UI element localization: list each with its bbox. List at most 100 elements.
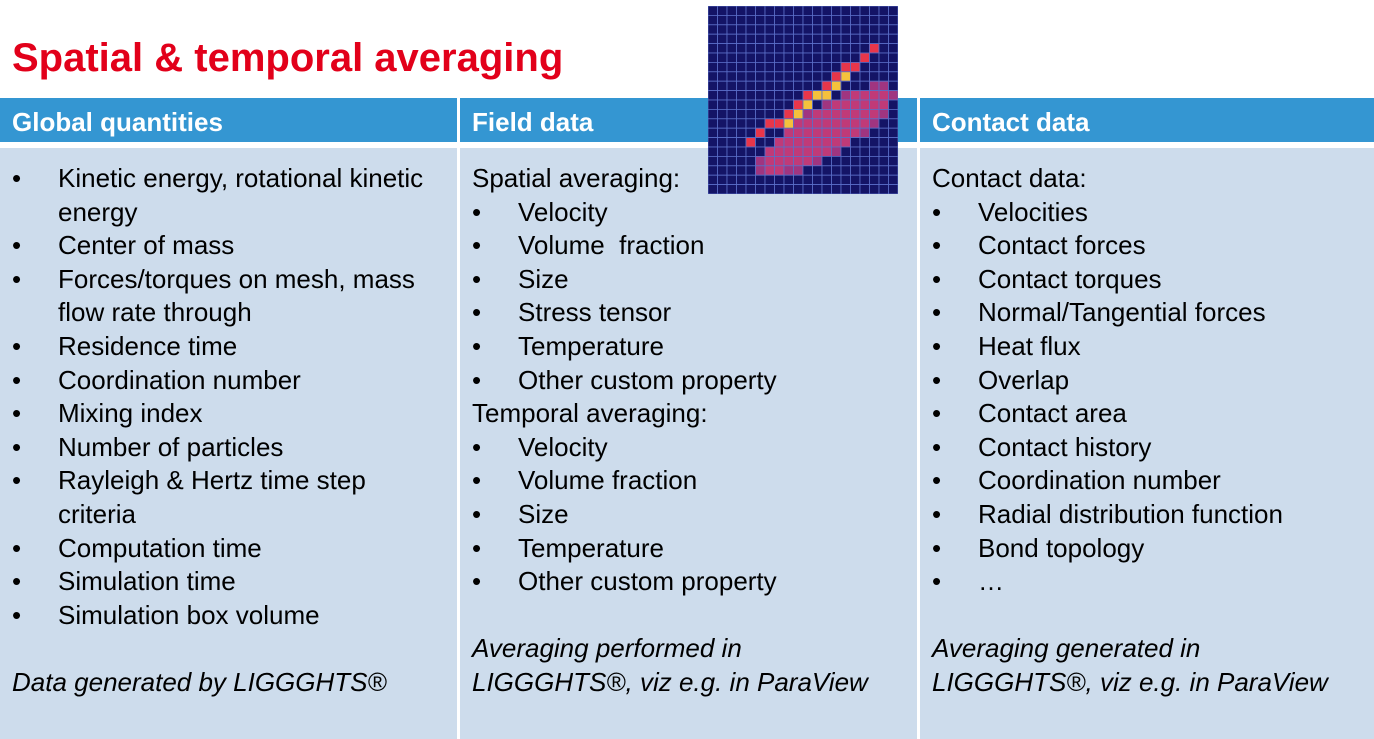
heatmap-cell <box>717 174 728 185</box>
heatmap-cell <box>821 90 832 101</box>
heatmap-cell <box>859 127 870 138</box>
heatmap-cell <box>812 80 823 91</box>
heatmap-cell <box>821 62 832 73</box>
heatmap-cell <box>726 6 737 16</box>
heatmap-cell <box>859 165 870 176</box>
heatmap-cell <box>850 99 861 110</box>
heatmap-cell <box>812 62 823 73</box>
heatmap-cell <box>859 118 870 129</box>
heatmap-cell <box>764 24 775 35</box>
list-item: •Stress tensor <box>472 297 672 328</box>
heatmap-cell <box>764 109 775 120</box>
heatmap-cell <box>717 118 728 129</box>
heatmap-cell <box>783 33 794 45</box>
list-item: •Number of particles <box>12 431 284 462</box>
heatmap-cell <box>840 80 851 91</box>
heatmap-cell <box>869 43 880 54</box>
heatmap-cell <box>726 24 737 35</box>
contact-list: Contact data: •Velocities •Contact force… <box>920 148 1374 700</box>
heatmap-cell <box>708 90 718 101</box>
heatmap-cell <box>821 43 832 54</box>
heatmap-cell <box>840 6 851 16</box>
contact-note-line-1: Averaging generated in <box>932 633 1201 664</box>
heatmap-cell <box>755 127 766 138</box>
heatmap-cell <box>859 6 870 16</box>
heatmap-cell <box>850 43 861 54</box>
heatmap-cell <box>888 146 898 157</box>
heatmap-cell <box>859 174 870 185</box>
heatmap-cell <box>783 71 794 82</box>
heatmap-cell <box>736 99 747 110</box>
list-item: •Contact history <box>932 431 1152 462</box>
heatmap-cell <box>764 184 775 194</box>
heatmap-cell <box>793 155 804 167</box>
list-item: •Velocity <box>472 196 608 227</box>
heatmap-cell <box>783 14 794 26</box>
heatmap-cell <box>726 165 737 176</box>
heatmap-cell <box>745 14 756 26</box>
heatmap-cell <box>764 146 775 157</box>
heatmap-cell <box>840 90 851 101</box>
heatmap-cell <box>850 71 861 82</box>
heatmap-cell <box>802 146 813 157</box>
heatmap-cell <box>869 80 880 91</box>
heatmap-cell <box>802 155 813 167</box>
heatmap-cell <box>793 80 804 91</box>
heatmap-cell <box>802 6 813 16</box>
heatmap-cell <box>726 62 737 73</box>
heatmap-cell <box>783 52 794 63</box>
list-item: •… <box>932 566 1004 597</box>
heatmap-cell <box>812 24 823 35</box>
list-item: •Contact torques <box>932 263 1162 294</box>
heatmap-cell <box>736 24 747 35</box>
heatmap-cell <box>764 118 775 129</box>
heatmap-cell <box>793 127 804 138</box>
heatmap-cell <box>755 109 766 120</box>
heatmap-cell <box>717 90 728 101</box>
heatmap-cell <box>850 137 861 148</box>
heatmap-cell <box>745 155 756 167</box>
heatmap-cell <box>793 6 804 16</box>
list-item: •Size <box>472 498 569 529</box>
heatmap-cell <box>708 99 718 110</box>
heatmap-cell <box>717 137 728 148</box>
heatmap-cell <box>802 33 813 45</box>
heatmap-cell <box>831 80 842 91</box>
heatmap-cell <box>708 165 718 176</box>
heatmap-cell <box>878 80 889 91</box>
heatmap-cell <box>745 184 756 194</box>
heatmap-cell <box>821 14 832 26</box>
heatmap-cell <box>869 90 880 101</box>
heatmap-cell <box>859 33 870 45</box>
heatmap-cell <box>821 109 832 120</box>
heatmap-cell <box>831 6 842 16</box>
heatmap-cell <box>802 99 813 110</box>
list-item: •Size <box>472 263 569 294</box>
heatmap-cell <box>774 43 785 54</box>
heatmap-cell <box>850 174 861 185</box>
heatmap-cell <box>745 6 756 16</box>
heatmap-cell <box>726 43 737 54</box>
column-field-data: Field data Spatial averaging: •Velocity … <box>460 98 917 739</box>
field-list: Spatial averaging: •Velocity •Volume fra… <box>460 148 917 700</box>
heatmap-cell <box>717 33 728 45</box>
heatmap-cell <box>774 127 785 138</box>
heatmap-cell <box>850 146 861 157</box>
heatmap-cell <box>708 184 718 194</box>
heatmap-cell <box>774 62 785 73</box>
heatmap-cell <box>774 118 785 129</box>
heatmap-cell <box>878 165 889 176</box>
heatmap-cell <box>717 6 728 16</box>
heatmap-cell <box>802 174 813 185</box>
heatmap-cell <box>726 109 737 120</box>
heatmap-cell <box>736 14 747 26</box>
heatmap-cell <box>783 6 794 16</box>
list-item: •Coordination number <box>12 364 301 395</box>
column-contact-data: Contact data Contact data: •Velocities •… <box>920 98 1374 739</box>
heatmap-cell <box>888 118 898 129</box>
list-item: •Residence time <box>12 330 238 361</box>
heatmap-cell <box>736 127 747 138</box>
heatmap-cell <box>888 127 898 138</box>
list-item: •Volume fraction <box>472 230 705 261</box>
heatmap-cell <box>755 52 766 63</box>
